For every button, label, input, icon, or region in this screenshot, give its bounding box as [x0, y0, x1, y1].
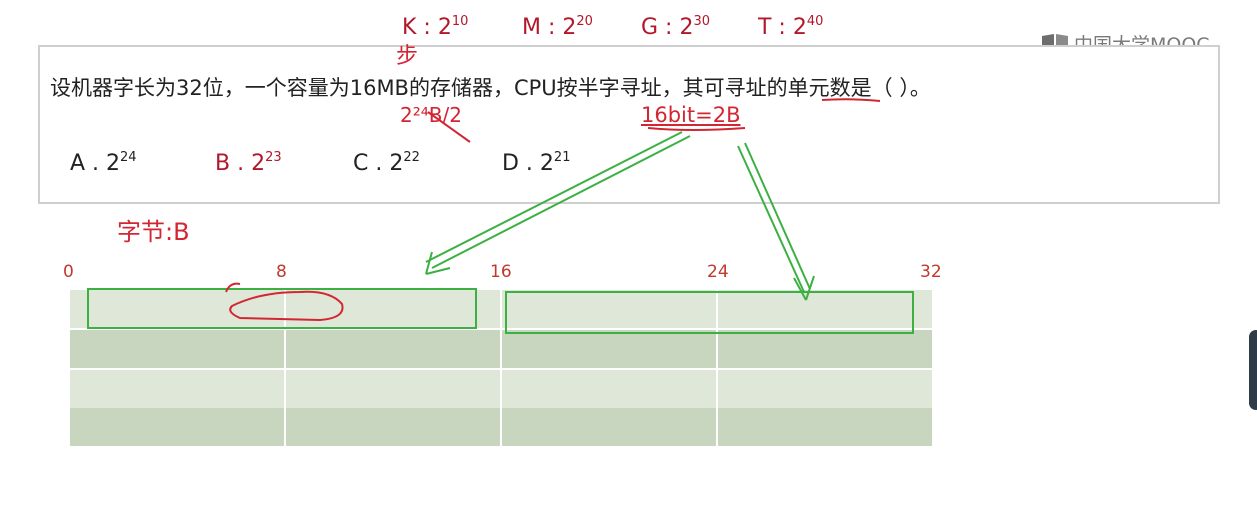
unit-k: K : 210	[402, 14, 469, 40]
memory-cell	[502, 408, 718, 446]
memory-cell	[286, 330, 502, 368]
memory-cell	[70, 290, 286, 328]
memory-cell	[502, 290, 718, 328]
memory-cell	[286, 370, 502, 408]
memory-cell	[286, 408, 502, 446]
option-b[interactable]: B . 223	[215, 150, 282, 176]
memory-grid	[70, 290, 932, 446]
unit-g: G : 230	[641, 14, 710, 40]
halfword-highlight-right	[505, 291, 914, 334]
bit-tick-0: 0	[63, 262, 74, 282]
memory-row	[70, 408, 932, 446]
memory-row	[70, 290, 932, 328]
option-a[interactable]: A . 224	[70, 150, 137, 176]
green-arrow-left	[425, 131, 691, 275]
option-d[interactable]: D . 221	[502, 150, 571, 176]
memory-cell	[70, 408, 286, 446]
memory-cell	[502, 370, 718, 408]
memory-row	[70, 330, 932, 368]
question-box	[38, 45, 1220, 204]
question-text: 设机器字长为32位，一个容量为16MB的存储器，CPU按半字寻址，其可寻址的单元…	[50, 76, 931, 100]
bit-tick-32: 32	[920, 262, 942, 282]
bit-tick-24: 24	[707, 262, 729, 282]
halfword-highlight-left	[87, 288, 477, 329]
option-c[interactable]: C . 222	[353, 150, 420, 176]
memory-cell	[502, 330, 718, 368]
unit-t: T : 240	[758, 14, 824, 40]
handwritten-halfword-note: 16bit=2B	[641, 103, 741, 127]
red-ink-marks	[225, 98, 881, 322]
unit-m: M : 220	[522, 14, 593, 40]
green-arrow-right	[737, 142, 815, 301]
memory-row	[70, 370, 932, 408]
handwritten-step-note: 步	[396, 44, 419, 69]
unit-prefix-row: K : 210 M : 220 G : 230 T : 240	[0, 8, 1257, 48]
memory-cell	[70, 330, 286, 368]
handwritten-byte-note: 字节:B	[117, 218, 190, 246]
memory-cell	[286, 290, 502, 328]
bit-tick-16: 16	[490, 262, 512, 282]
scrollbar-handle[interactable]	[1249, 330, 1257, 410]
bit-tick-8: 8	[276, 262, 287, 282]
memory-cell	[70, 370, 286, 408]
